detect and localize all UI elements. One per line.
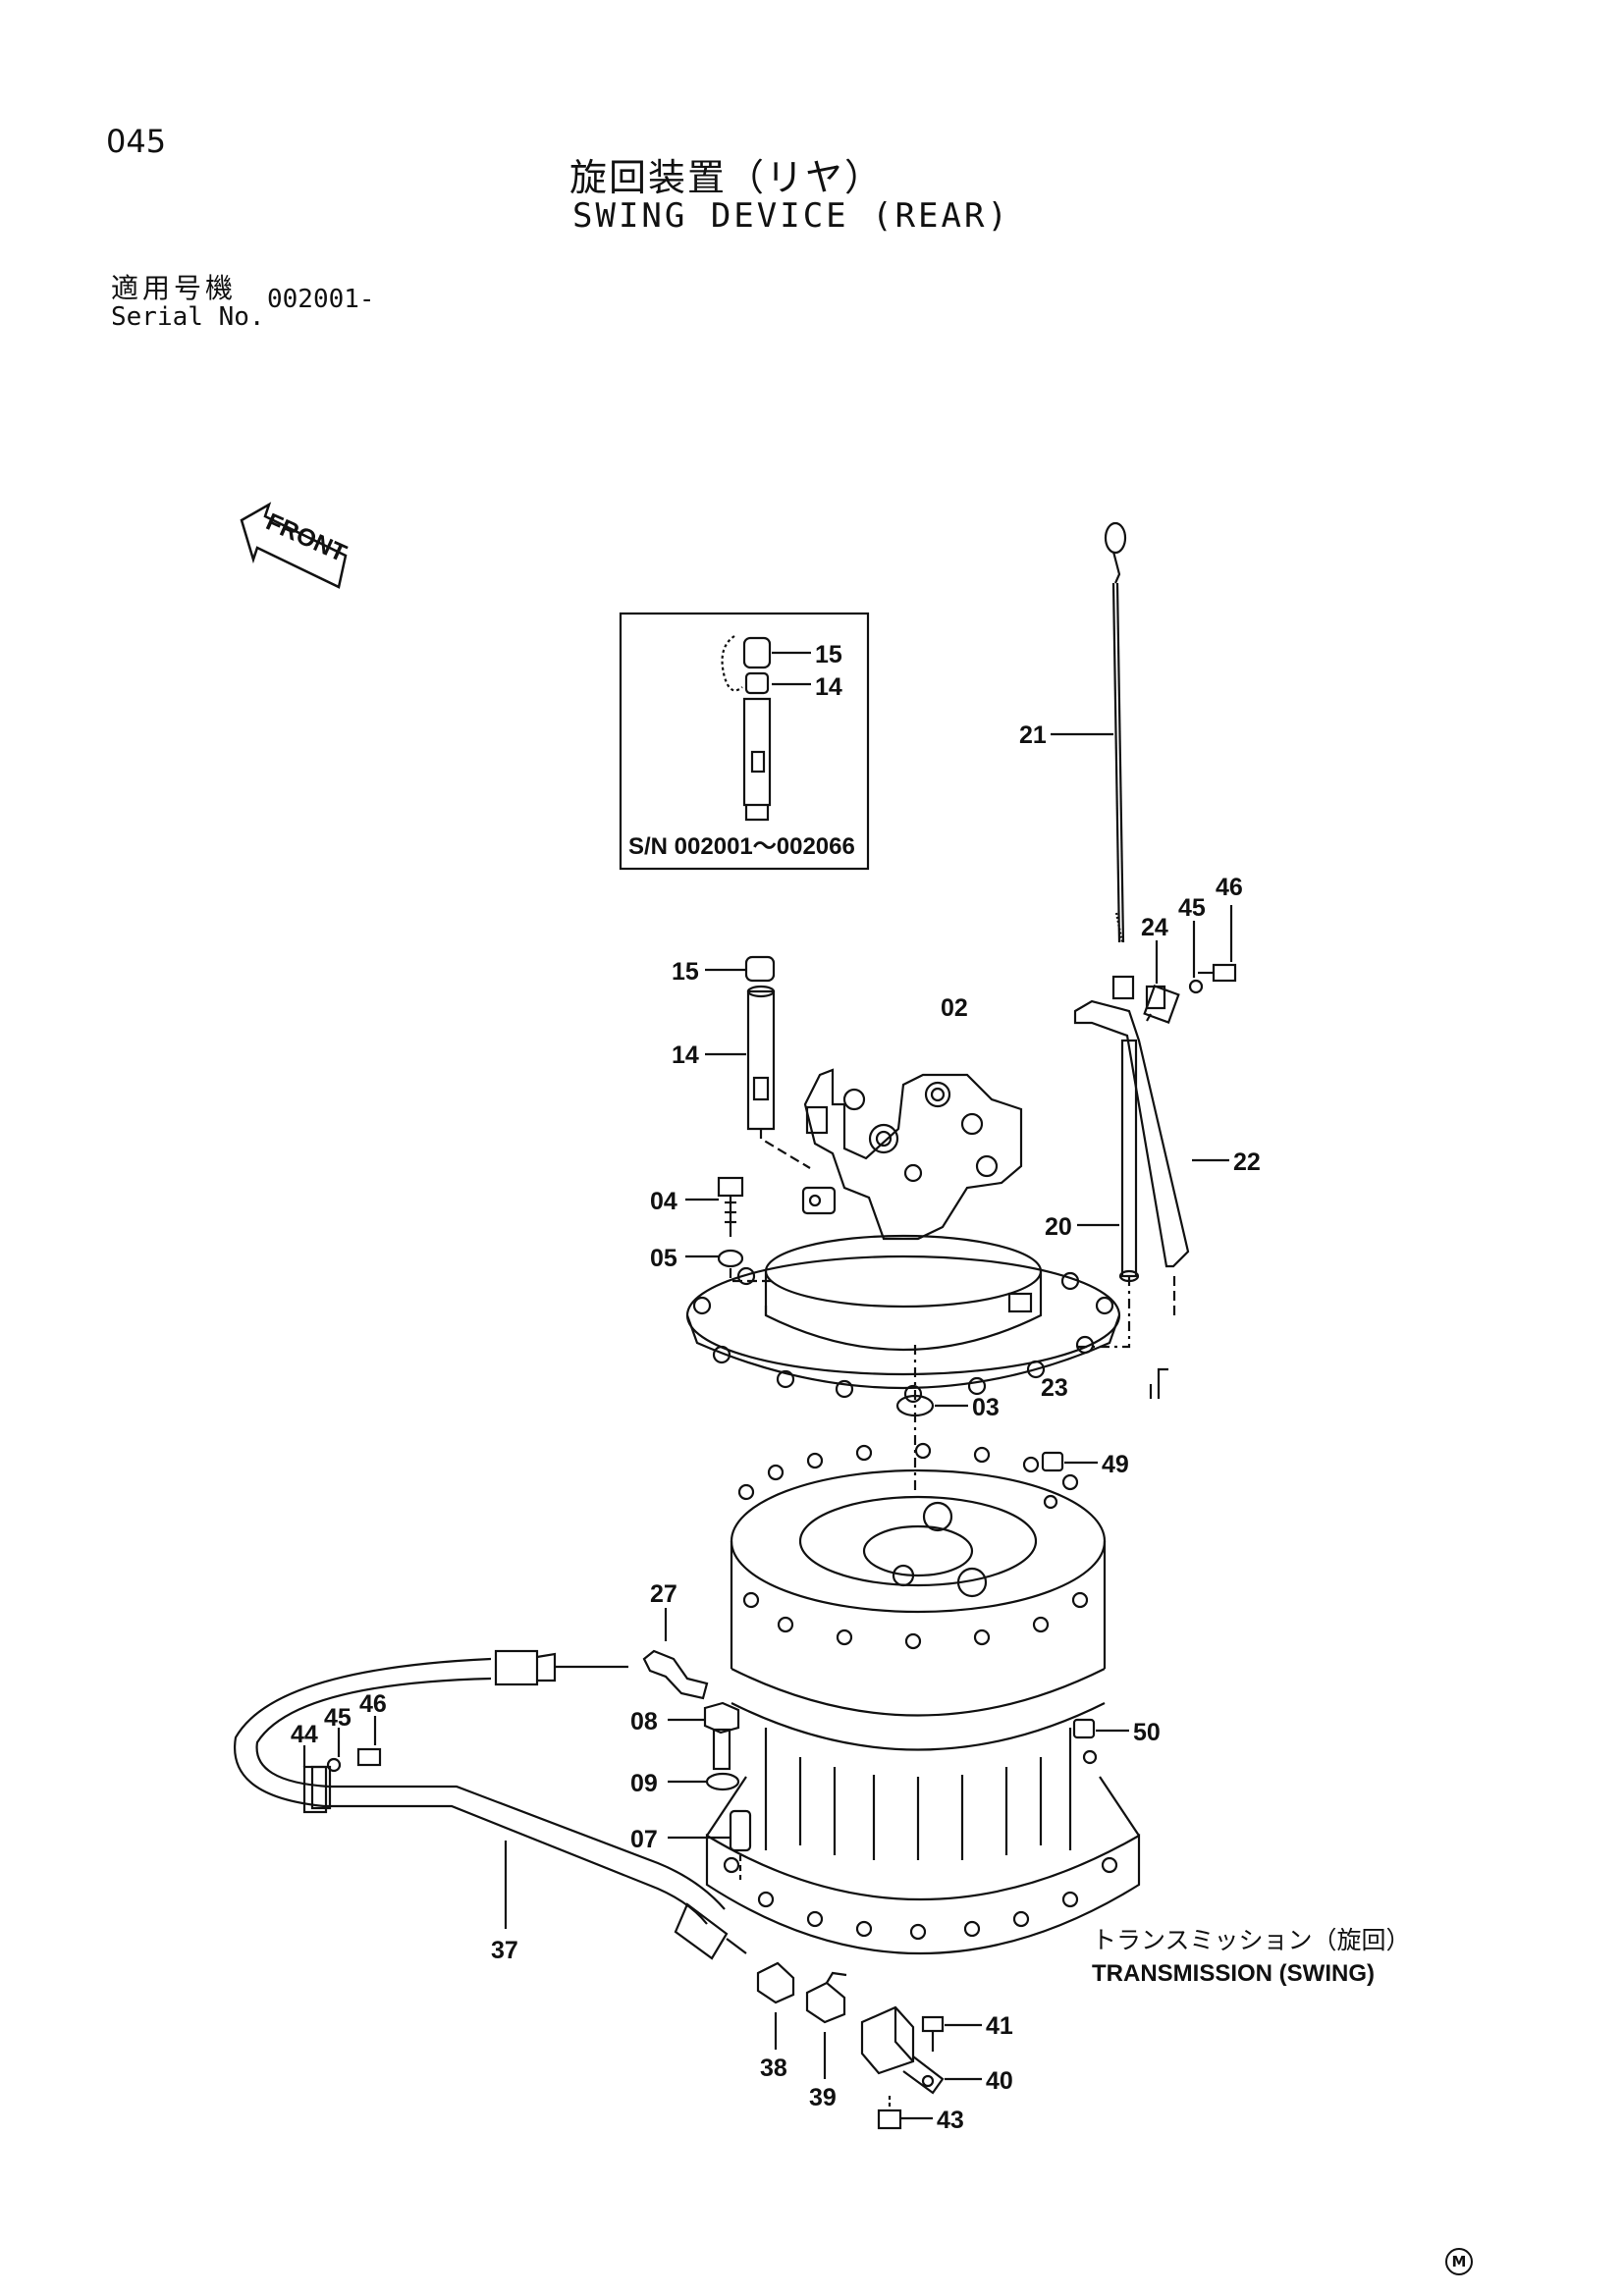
inset-box: [619, 612, 870, 871]
page-title-english: SWING DEVICE (REAR): [572, 196, 1010, 236]
inset-caption: S/N 002001～002066: [628, 833, 855, 860]
callout-14: 14: [672, 1041, 699, 1069]
inset-breather-drawing: [721, 635, 772, 822]
callout-41: 41: [986, 2012, 1013, 2040]
callout-03: 03: [972, 1394, 1000, 1421]
transmission-label-english: TRANSMISSION (SWING): [1092, 1960, 1375, 1987]
page-title-japanese: 旋回装置（リヤ）: [569, 156, 885, 199]
inset-callout-15: 15: [815, 641, 842, 668]
serial-label-japanese: 適用号機: [111, 272, 238, 304]
dipstick-drawing: [1104, 521, 1127, 943]
corner-mark: M: [1445, 2248, 1473, 2275]
serial-number-value: 002001-: [267, 285, 375, 314]
callout-40: 40: [986, 2067, 1013, 2095]
inset-callout-14: 14: [815, 673, 842, 701]
callout-45-lower: 45: [324, 1704, 352, 1732]
front-label: FRONT: [262, 508, 351, 568]
front-arrow-icon: [240, 502, 348, 589]
callout-21: 21: [1019, 721, 1047, 749]
callout-09: 09: [630, 1770, 658, 1797]
callout-43: 43: [937, 2107, 964, 2134]
callout-15: 15: [672, 958, 699, 986]
transmission-drawing: [705, 1442, 1141, 1954]
serial-label-english: Serial No.: [111, 302, 265, 332]
callout-45: 45: [1178, 894, 1206, 922]
callout-39: 39: [809, 2084, 837, 2111]
callout-50: 50: [1133, 1719, 1161, 1746]
callout-27: 27: [650, 1580, 677, 1608]
transmission-label-japanese: トランスミッション（旋回）: [1092, 1926, 1411, 1954]
callout-46: 46: [1216, 874, 1243, 901]
callout-49: 49: [1102, 1451, 1129, 1478]
bracket-drawing: [1073, 975, 1190, 1399]
callout-02: 02: [941, 994, 968, 1022]
callout-08: 08: [630, 1708, 658, 1735]
callout-04: 04: [650, 1188, 677, 1215]
callout-44: 44: [291, 1721, 318, 1748]
callout-07: 07: [630, 1826, 658, 1853]
callout-20: 20: [1045, 1213, 1072, 1241]
callout-24: 24: [1141, 914, 1168, 941]
page-number: 045: [106, 123, 167, 160]
callout-05: 05: [650, 1245, 677, 1272]
callout-46-lower: 46: [359, 1690, 387, 1718]
callout-38: 38: [760, 2055, 787, 2082]
breather-drawing: [744, 955, 811, 1169]
callout-23: 23: [1041, 1374, 1068, 1402]
swing-motor-drawing: [685, 1068, 1121, 1404]
callout-22: 22: [1233, 1148, 1261, 1176]
callout-37: 37: [491, 1937, 518, 1964]
hose-drawing: [234, 1649, 747, 1960]
